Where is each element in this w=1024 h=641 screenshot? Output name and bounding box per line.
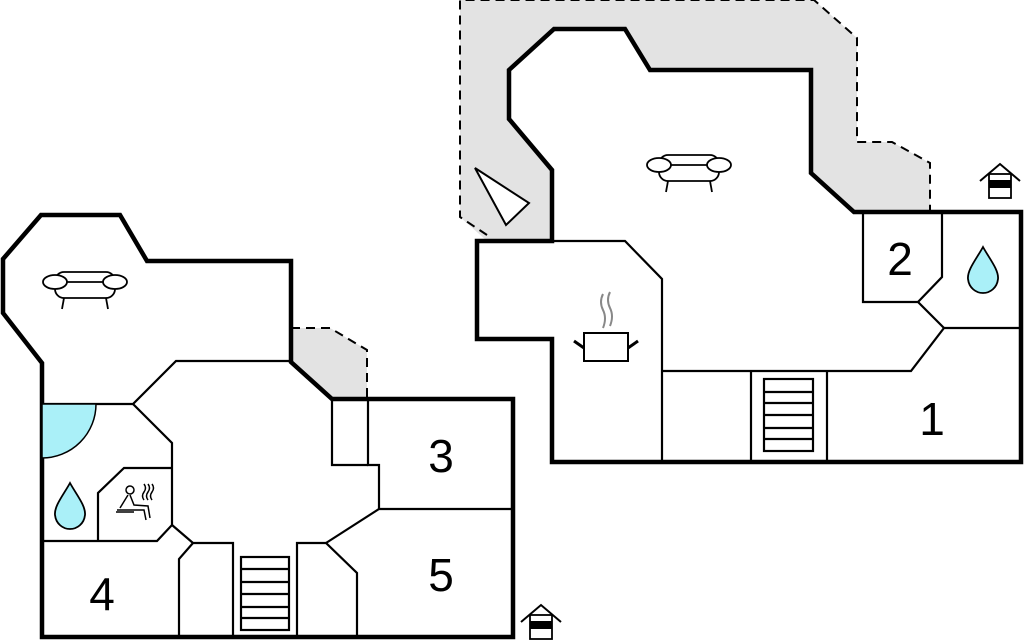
sofa-icon	[42, 271, 128, 310]
water-drop-icon	[967, 246, 999, 294]
room-label-5: 5	[428, 549, 454, 601]
stairs-icon	[239, 555, 291, 632]
left-building-outer-wall	[0, 212, 516, 640]
right-interior-walls	[552, 212, 1021, 462]
entrance-icon	[979, 163, 1021, 199]
water-drop-icon	[54, 482, 86, 530]
terrace-right	[460, 0, 930, 241]
shower-icon	[41, 403, 97, 459]
stairs-icon	[762, 377, 815, 453]
left-interior-walls	[42, 359, 513, 637]
kitchen-pot-icon	[573, 291, 639, 362]
left-building: 3 4 5	[0, 212, 562, 640]
terrace-left-outline	[291, 327, 368, 399]
terrace-right-outline	[459, 0, 931, 236]
room-label-2: 2	[887, 233, 913, 285]
room-label-4: 4	[89, 568, 115, 620]
compass-arrow-icon	[474, 167, 531, 227]
entrance-icon	[520, 604, 562, 640]
terrace-left	[291, 328, 367, 399]
room-label-3: 3	[428, 430, 454, 482]
right-building-outer-wall	[474, 26, 1024, 465]
room-label-1: 1	[919, 393, 945, 445]
right-building: 2 1	[459, 0, 1024, 465]
sauna-icon	[116, 483, 155, 521]
sofa-icon	[646, 154, 732, 193]
